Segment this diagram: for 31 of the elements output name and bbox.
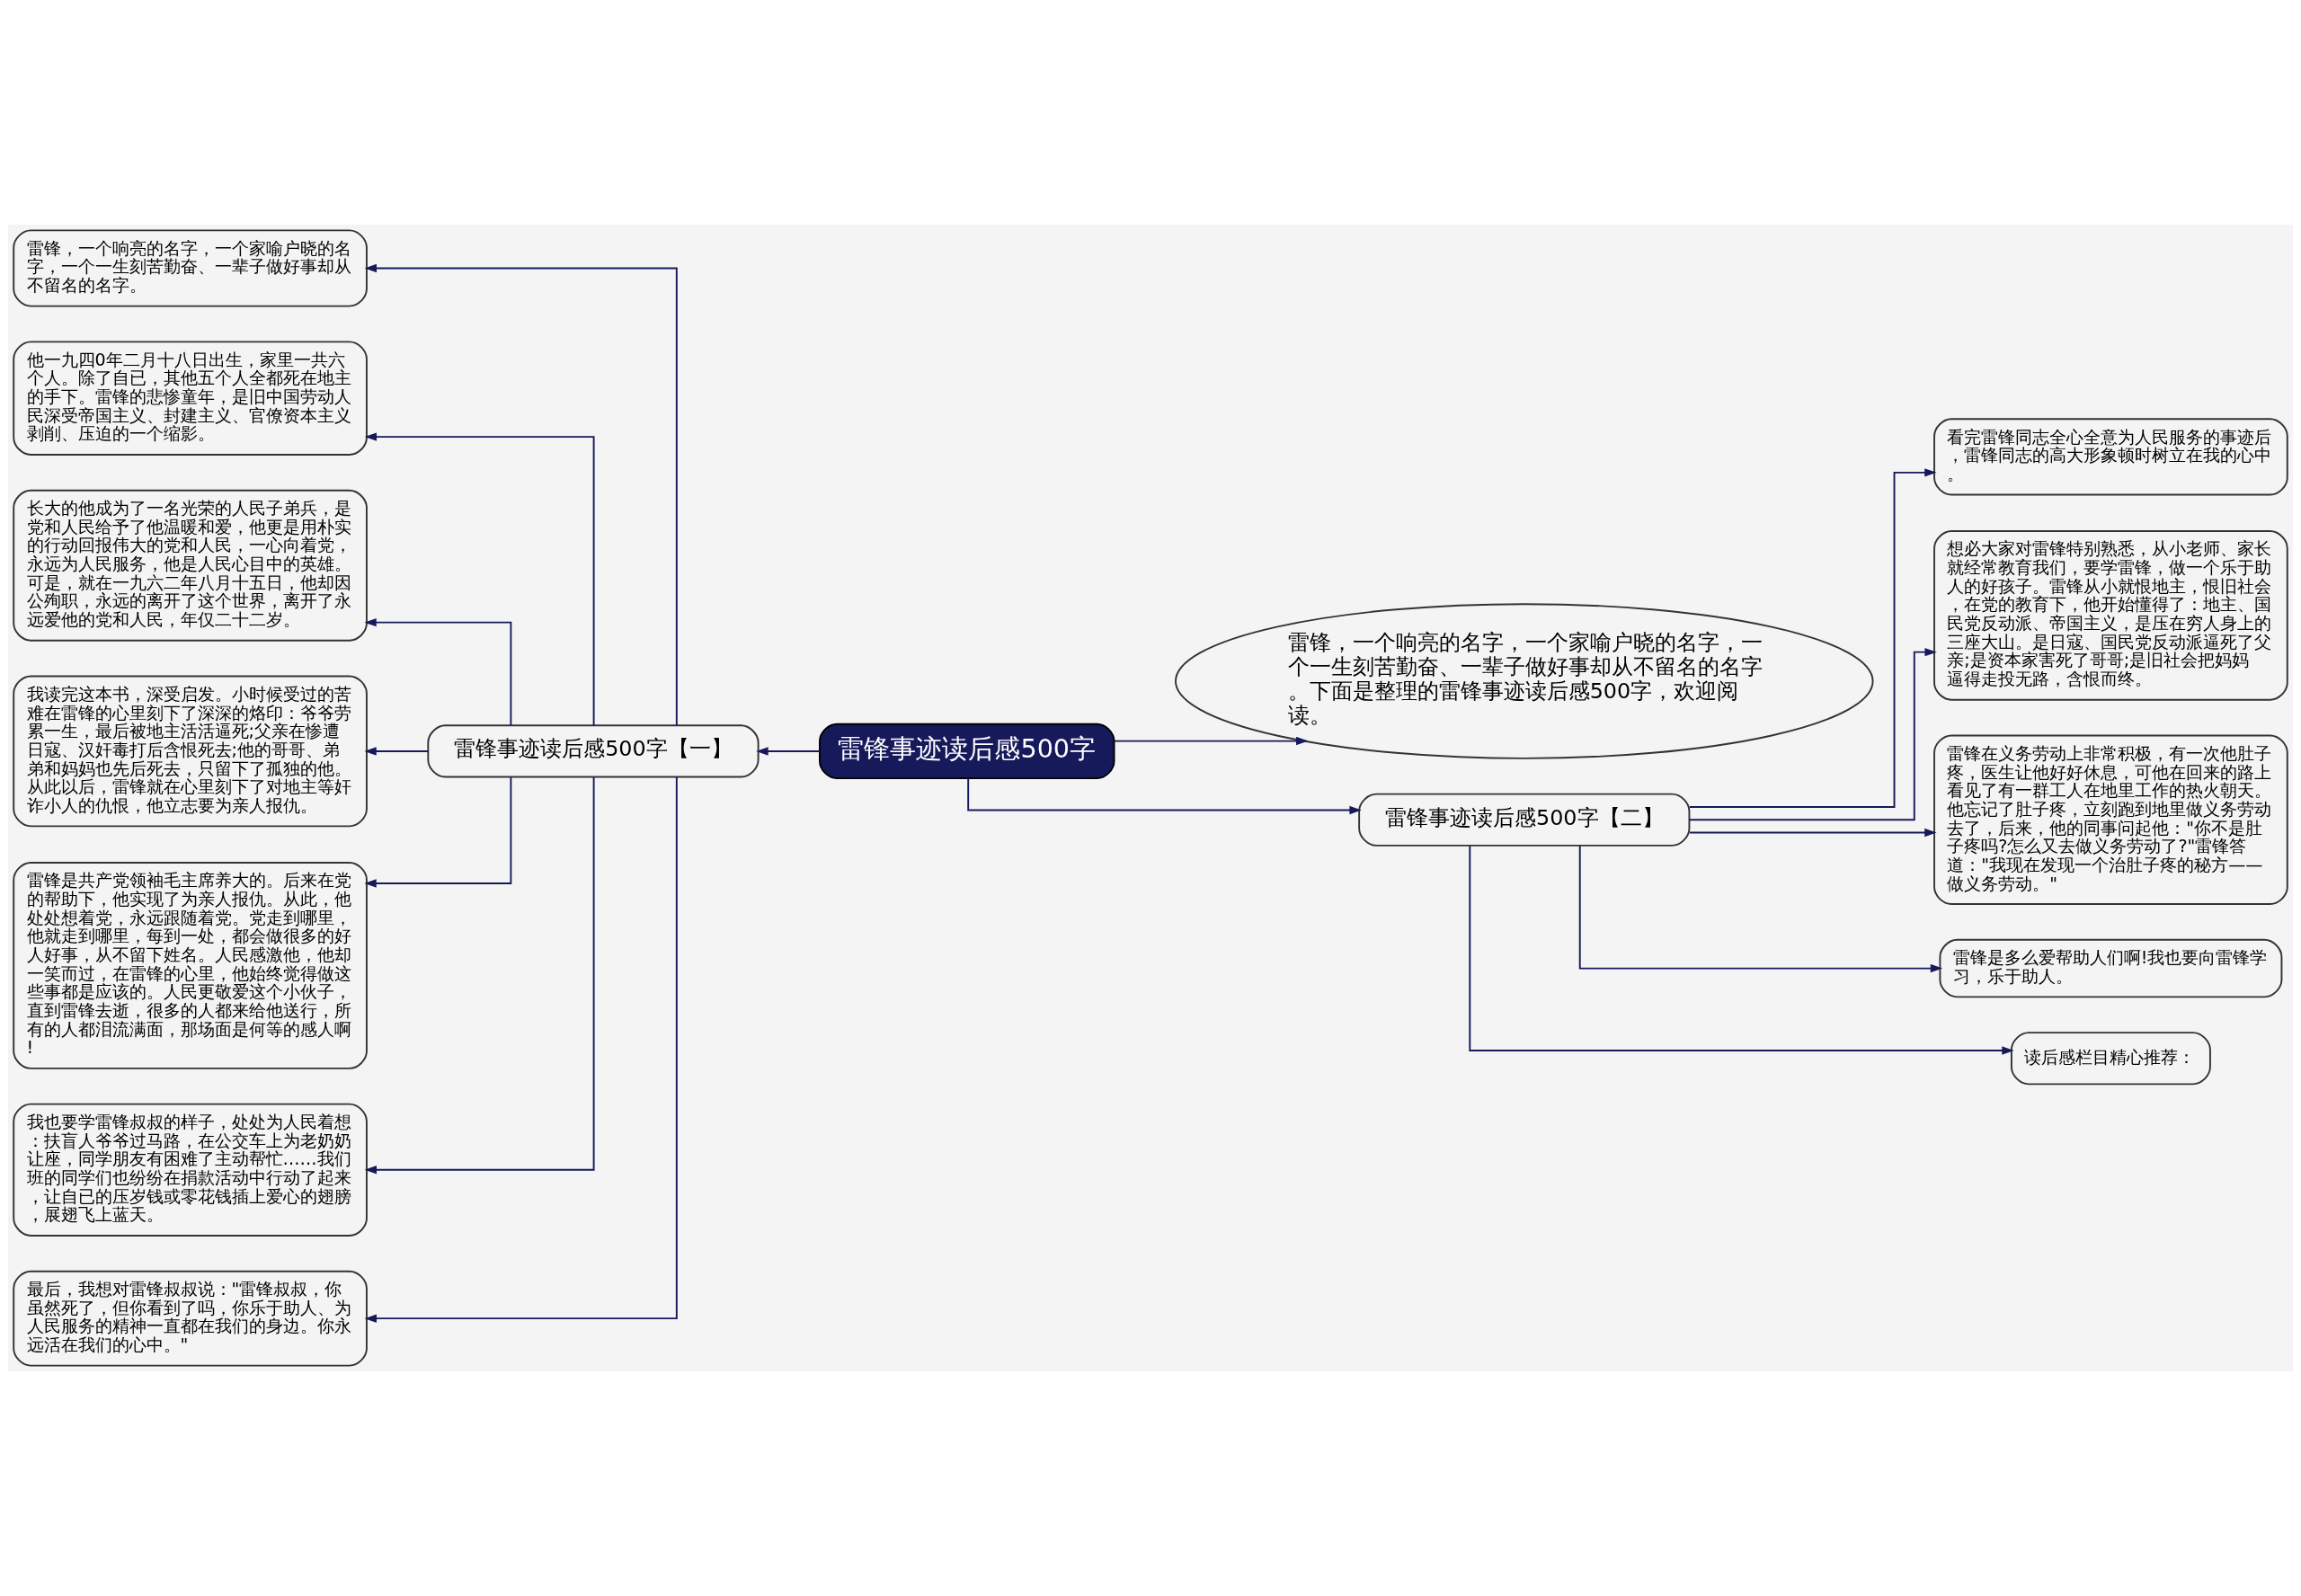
arrow xyxy=(364,432,595,727)
arrow xyxy=(1688,828,1937,838)
node-box: 雷锋是共产党领袖毛主席养大的。后来在党的帮助下，他实现了为亲人报仇。从此，他处处想着党，永远跟随着党。党走到哪里，他就走到哪里，每到一处，都会做很多的好人好事，从不留下姓名。人民感激他，他却一笑而过，在雷锋的心里，他始终觉得做这些事都是应该的。人民更敬爱这个小伙子，直到雷锋去逝，很多的人都来给他送行，所有的人都泪流满面，那场面是何等的感人啊! xyxy=(13,862,368,1069)
node-box: 想必大家对雷锋特别熟悉，从小老师、家长就经常教育我们，要学雷锋，做一个乐于助人的好孩子。雷锋从小就恨地主，恨旧社会，在党的教育下，他开始懂得了：地主、国民党反动派、帝国主义，是压在穷人身上的三座大山。是日寇、国民党反动派逼死了父亲;是资本家害死了哥哥;是旧社会把妈妈逼得走投无路，含恨而终。 xyxy=(1933,530,2288,701)
node-box: 长大的他成为了一名光荣的人民子弟兵，是党和人民给予了他温暖和爱，他更是用朴实的行动回报伟大的党和人民，一心向着党，永远为人民服务，他是人民心目中的英雄。可是，就在一九六二年八月十五日，他却因公殉职，永远的离开了这个世界，离开了永远爱他的党和人民，年仅二十二岁。 xyxy=(13,489,368,642)
arrow xyxy=(364,776,512,888)
arrow xyxy=(1578,845,1943,973)
arrow xyxy=(364,747,430,756)
node-box: 雷锋，一个响亮的名字，一个家喻户晓的名字，一个一生刻苦勤奋、一辈子做好事却从不留名的名字。 xyxy=(13,229,368,307)
arrow xyxy=(1469,845,2014,1055)
node-box: 雷锋事迹读后感500字 xyxy=(819,723,1115,780)
arrow xyxy=(967,777,1362,815)
arrow xyxy=(364,776,678,1323)
arrow xyxy=(364,617,512,726)
node-box: 雷锋是多么爱帮助人们啊!我也要向雷锋学习，乐于助人。 xyxy=(1939,938,2283,998)
arrow xyxy=(364,263,678,726)
node-box: 读后感栏目精心推荐： xyxy=(2010,1032,2211,1086)
node-box: 看完雷锋同志全心全意为人民服务的事迹后，雷锋同志的高大形象顿时树立在我的心中。 xyxy=(1933,418,2288,496)
node-box: 我也要学雷锋叔叔的样子，处处为人民着想：扶盲人爷爷过马路，在公交车上为老奶奶让座，同学朋友有困难了主动帮忙……我们班的同学们也纷纷在捐款活动中行动了起来，让自已的压岁钱或零花钱插上爱心的翅膀，展翅飞上蓝天。 xyxy=(13,1103,368,1237)
node-box: 雷锋事迹读后感500字【一】 xyxy=(427,724,760,778)
node-box: 雷锋在义务劳动上非常积极，有一次他肚子疼，医生让他好好休息，可他在回来的路上看见了有一群工人在地里工作的热火朝天。他忘记了肚子疼，立刻跑到地里做义务劳动去了，后来，他的同事问起他："你不是肚子疼吗?怎么又去做义务劳动了?"雷锋答道："我现在发现一个治肚子疼的秘方——做义务劳动。" xyxy=(1933,734,2288,905)
node-box: 雷锋事迹读后感500字【二】 xyxy=(1358,793,1691,847)
node-box: 我读完这本书，深受启发。小时候受过的苦难在雷锋的心里刻下了深深的烙印：爷爷劳累一生，最后被地主活活逼死;父亲在惨遭日寇、汉奸毒打后含恨死去;他的哥哥、弟弟和妈妈也先后死去，只留下了孤独的他。从此以后，雷锋就在心里刻下了对地主等奸诈小人的仇恨，他立志要为亲人报仇。 xyxy=(13,675,368,828)
node-box: 最后，我想对雷锋叔叔说："雷锋叔叔，你虽然死了，但你看到了吗，你乐于助人、为人民服务的精神一直都在我们的身边。你永远活在我们的心中。" xyxy=(13,1270,368,1367)
node-box: 他一九四0年二月十八日出生，家里一共六个人。除了自已，其他五个人全都死在地主的手下。雷锋的悲惨童年，是旧中国劳动人民深受帝国主义、封建主义、官僚资本主义剥削、压迫的一个缩影。 xyxy=(13,341,368,456)
arrow xyxy=(364,776,595,1175)
arrow xyxy=(756,747,821,756)
arrow xyxy=(1689,468,1937,808)
arrow xyxy=(1113,736,1309,746)
arrow xyxy=(1688,647,1937,821)
node-ellipse: 雷锋，一个响亮的名字，一个家喻户晓的名字，一个一生刻苦勤奋、一辈子做好事却从不留名的名字。下面是整理的雷锋事迹读后感500字，欢迎阅读。 xyxy=(1175,603,1874,759)
